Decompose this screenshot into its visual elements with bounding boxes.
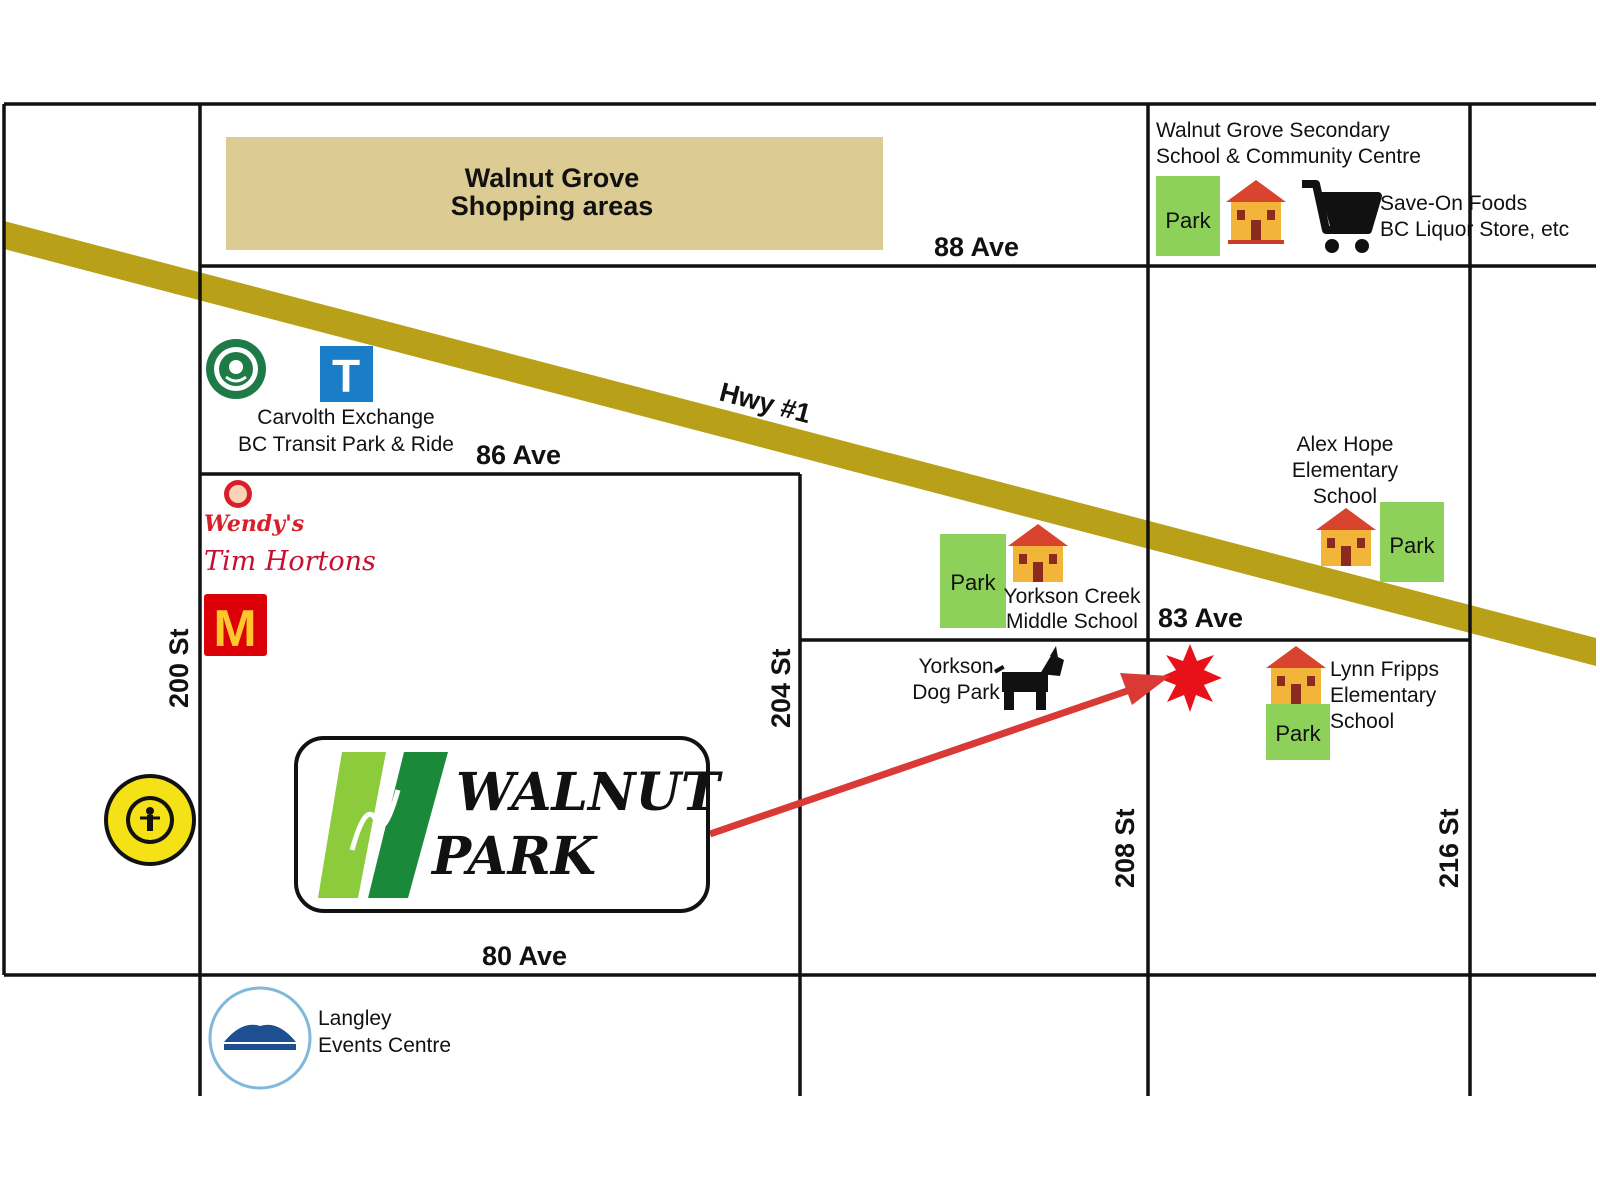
walnut-park-line1: WALNUT xyxy=(456,762,723,823)
yorkson-creek-line2: Middle School xyxy=(1006,610,1138,633)
destination-star-icon xyxy=(1158,644,1222,712)
park-yorkson-creek-label: Park xyxy=(950,570,996,595)
lynn-fripps-line1: Lynn Fripps xyxy=(1330,658,1439,681)
park-secondary xyxy=(1156,176,1220,256)
street-label-216-st: 216 St xyxy=(1434,808,1464,888)
street-label-208-st: 208 St xyxy=(1110,808,1140,888)
park-alex-hope xyxy=(1380,502,1444,582)
secondary-school-line1: Walnut Grove Secondary xyxy=(1156,119,1390,142)
dog-park-line2: Dog Park xyxy=(912,681,1000,704)
shopping-cart-icon xyxy=(1302,180,1382,253)
mcdonalds-logo-icon xyxy=(204,594,267,656)
lynn-fripps-line2: Elementary xyxy=(1330,684,1437,707)
direction-arrow xyxy=(708,686,1132,838)
street-label-83-ave: 83 Ave xyxy=(1158,603,1243,633)
school-icon xyxy=(1316,508,1376,566)
dog-icon xyxy=(994,646,1064,710)
school-icon xyxy=(1008,524,1068,582)
transit-icon xyxy=(320,346,373,402)
street-label-80-ave: 80 Ave xyxy=(482,941,567,971)
yorkson-creek-line1: Yorkson Creek xyxy=(1004,585,1141,608)
park-yorkson-creek xyxy=(940,534,1006,628)
park-lynn-fripps-label: Park xyxy=(1275,721,1321,746)
highway-1 xyxy=(4,221,1596,666)
school-icon xyxy=(1266,646,1326,704)
walnut-park-logo-icon xyxy=(318,752,448,898)
wendys-text: Wendy's xyxy=(204,511,304,537)
events-centre-logo-icon xyxy=(208,986,312,1090)
shopping-area xyxy=(226,137,883,250)
park-lynn-fripps xyxy=(1266,704,1330,760)
golds-gym-logo-icon xyxy=(104,774,196,866)
alex-hope-line1: Alex Hope xyxy=(1297,433,1394,456)
wendys-logo-icon xyxy=(224,480,252,508)
starbucks-logo-icon xyxy=(206,339,266,399)
save-on-line1: Save-On Foods xyxy=(1380,192,1527,215)
events-centre-line2: Events Centre xyxy=(318,1034,451,1057)
street-label-88-ave: 88 Ave xyxy=(934,232,1019,262)
lynn-fripps-line3: School xyxy=(1330,710,1394,733)
park-secondary-label: Park xyxy=(1165,208,1211,233)
street-label-204-st: 204 St xyxy=(766,648,796,728)
save-on-line2: BC Liquor Store, etc xyxy=(1380,218,1569,241)
alex-hope-line2: Elementary xyxy=(1292,459,1399,482)
dog-park-line1: Yorkson xyxy=(918,655,993,678)
school-icon xyxy=(1226,180,1286,244)
park-alex-hope-label: Park xyxy=(1389,533,1435,558)
road-grid xyxy=(2,102,1596,1096)
shopping-label-line2: Shopping areas xyxy=(451,191,654,221)
events-centre-line1: Langley xyxy=(318,1007,392,1030)
tim-hortons-text: Tim Hortons xyxy=(204,546,376,577)
alex-hope-line3: School xyxy=(1313,485,1377,508)
secondary-school-line2: School & Community Centre xyxy=(1156,145,1421,168)
walnut-park-line2: PARK xyxy=(430,826,598,887)
transit-icon-letter: T xyxy=(332,350,360,402)
transit-line2: BC Transit Park & Ride xyxy=(238,433,454,456)
transit-line1: Carvolth Exchange xyxy=(257,406,434,429)
mcdonalds-letter: M xyxy=(213,600,256,658)
street-label-86-ave: 86 Ave xyxy=(476,440,561,470)
direction-arrowhead xyxy=(1120,673,1170,705)
shopping-label-line1: Walnut Grove xyxy=(465,163,640,193)
street-label-200-st: 200 St xyxy=(164,628,194,708)
